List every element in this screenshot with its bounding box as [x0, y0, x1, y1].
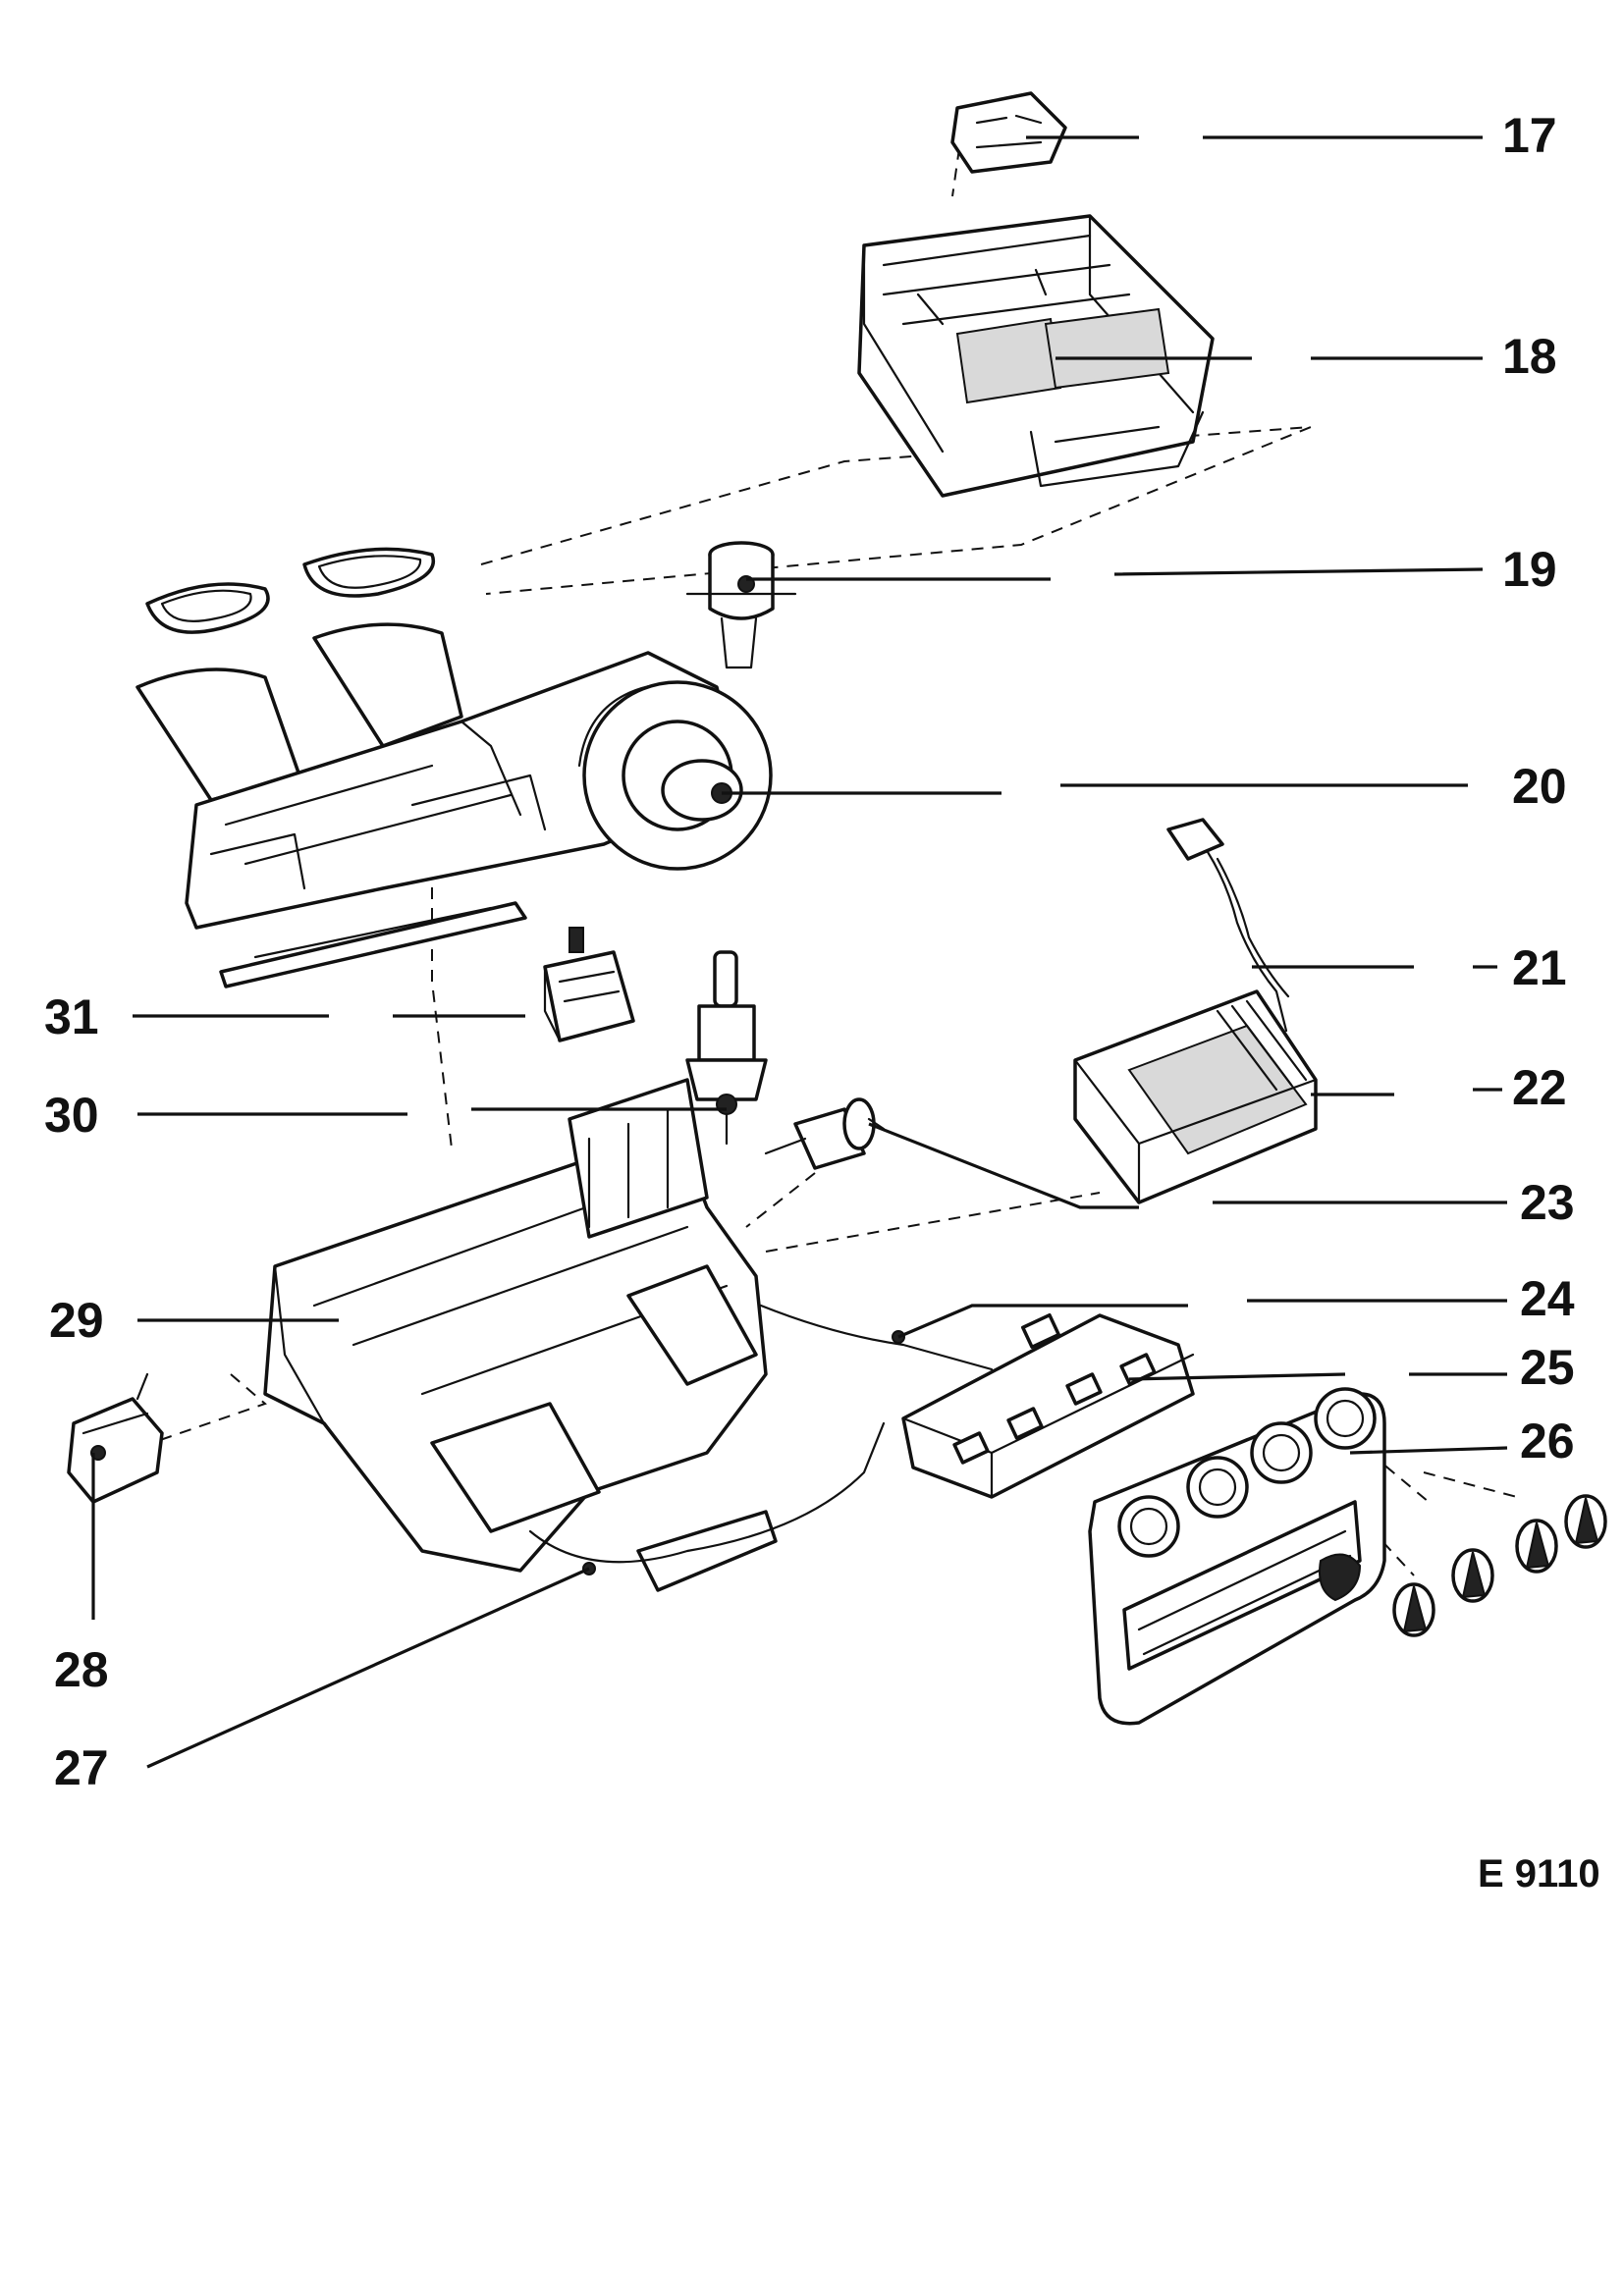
callout-28: 28 — [54, 1642, 109, 1697]
lower-heater-housing — [263, 1078, 778, 1592]
part-31-resistor — [543, 927, 635, 1042]
callout-30: 30 — [44, 1088, 99, 1143]
part-26-control-panel — [1088, 1387, 1386, 1726]
upper-heater-housing — [135, 547, 773, 988]
part-25-control-unit — [901, 1312, 1195, 1499]
part-28-bracket — [67, 1372, 164, 1504]
callout-21: 21 — [1512, 940, 1567, 995]
callout-29: 29 — [49, 1293, 104, 1348]
leader-lines — [91, 135, 1508, 1769]
callout-19: 19 — [1502, 542, 1557, 597]
callout-27: 27 — [54, 1740, 109, 1795]
part-19-sensor-plug — [685, 541, 797, 669]
callout-20: 20 — [1512, 759, 1567, 814]
callout-31: 31 — [44, 989, 99, 1044]
reference-code: E 9110 — [1478, 1852, 1600, 1896]
part-17-connector-cap — [950, 91, 1067, 174]
part-18-filter-housing — [857, 214, 1215, 498]
callout-17: 17 — [1502, 108, 1557, 163]
part-22-heater-core — [1073, 989, 1318, 1204]
part-30-temperature-sensor — [685, 950, 768, 1146]
callout-23: 23 — [1520, 1175, 1575, 1230]
callout-24: 24 — [1520, 1271, 1575, 1326]
control-knobs — [1392, 1494, 1607, 1637]
callout-22: 22 — [1512, 1060, 1567, 1115]
callout-numbers: 17 18 19 20 21 22 23 24 25 26 27 28 29 3… — [44, 108, 1600, 1896]
callout-25: 25 — [1520, 1340, 1575, 1395]
callout-26: 26 — [1520, 1414, 1575, 1468]
part-23-valve — [764, 1097, 886, 1170]
callout-18: 18 — [1502, 329, 1557, 384]
part-21-wiring-lead — [1166, 818, 1290, 1033]
